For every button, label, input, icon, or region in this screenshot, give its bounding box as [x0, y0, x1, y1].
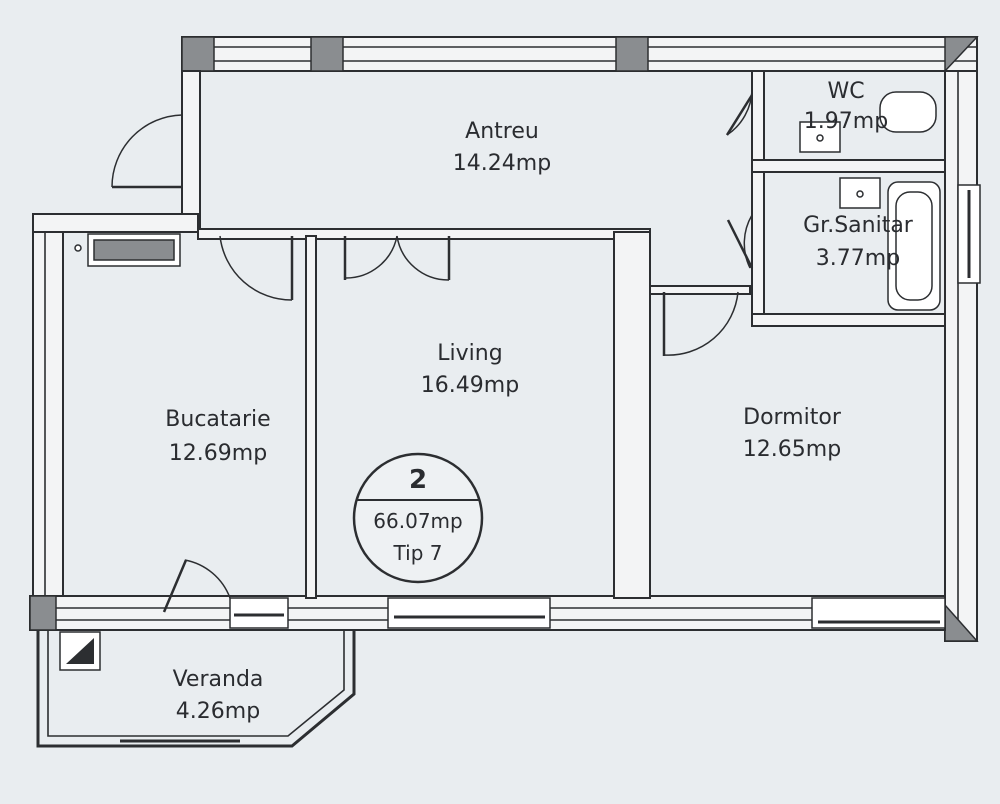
room-label-antreu: Antreu 14.24mp [453, 119, 551, 176]
room-area: 12.65mp [743, 437, 841, 462]
apartment-type: Tip 7 [393, 541, 443, 565]
column-hatch [181, 36, 215, 72]
column-hatch [310, 36, 344, 72]
room-name: Gr.Sanitar [803, 213, 914, 238]
room-label-veranda: Veranda 4.26mp [173, 667, 264, 724]
room-name: Bucatarie [165, 407, 270, 432]
door-swing [663, 291, 739, 356]
badge-circle [352, 452, 484, 584]
door-swing [184, 559, 231, 599]
room-area: 14.24mp [453, 151, 551, 176]
room-name: Living [437, 341, 502, 366]
room-name: Antreu [465, 119, 539, 144]
room-area: 16.49mp [421, 373, 519, 398]
room-area: 3.77mp [816, 246, 900, 271]
room-area: 1.97mp [804, 109, 888, 134]
door-swing [111, 114, 183, 188]
apartment-number: 2 [409, 465, 427, 495]
fixtures [59, 91, 941, 671]
column-hatch [29, 595, 57, 631]
room-label-dormitor: Dormitor 12.65mp [743, 405, 842, 462]
apartment-total-area: 66.07mp [373, 509, 462, 533]
veranda-walls [36, 630, 356, 748]
room-name: WC [827, 79, 864, 104]
room-label-wc: WC 1.97mp [804, 79, 888, 134]
column-hatch [615, 36, 649, 72]
room-name: Veranda [173, 667, 264, 692]
door-swing [743, 214, 753, 269]
window [229, 597, 289, 629]
room-label-bucatarie: Bucatarie 12.69mp [165, 407, 270, 466]
room-area: 4.26mp [176, 699, 260, 724]
room-area: 12.69mp [169, 441, 267, 466]
door-swing [344, 235, 398, 279]
toilet [879, 91, 937, 133]
door-swing [396, 235, 450, 281]
room-label-living: Living 16.49mp [421, 341, 519, 398]
interior-walls [197, 70, 946, 599]
doors [111, 89, 754, 613]
room-name: Dormitor [743, 405, 842, 430]
windows [229, 184, 981, 629]
room-label-grsanitar: Gr.Sanitar 3.77mp [803, 213, 914, 271]
apartment-badge: 2 66.07mp Tip 7 [352, 452, 484, 584]
column-hatch [944, 36, 979, 73]
window [387, 597, 551, 629]
door-swing [219, 235, 293, 301]
